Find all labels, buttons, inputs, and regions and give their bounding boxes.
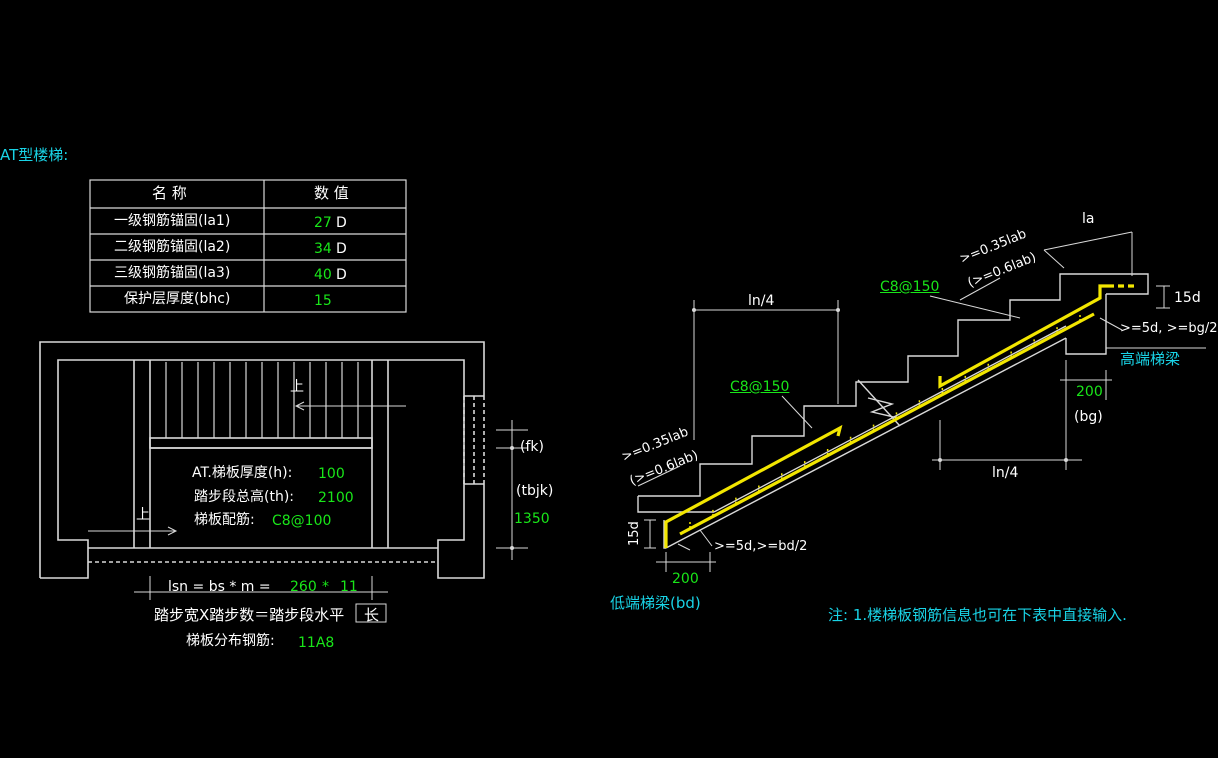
- section-embed-right-label: >=5d, >=bg/2: [1120, 321, 1218, 336]
- section-la-label: la: [1082, 211, 1095, 227]
- section-rebar-top-value[interactable]: C8@150: [880, 279, 940, 295]
- table-row-unit-la1: D: [336, 215, 347, 231]
- section-15d-left-label: 15d: [627, 521, 642, 546]
- plan-total-height-label: 踏步段总高(th):: [194, 489, 295, 505]
- table-row-value-la3[interactable]: 40: [314, 267, 332, 283]
- section-low-end-beam-label: 低端梯梁(bd): [610, 594, 701, 612]
- plan-lsn-multiply: *: [322, 579, 329, 595]
- plan-lsn-caption-boxed: 长: [364, 606, 380, 624]
- plan-tread-lines: [165, 362, 359, 438]
- stair-section-outline: [637, 273, 1149, 549]
- section-15d-right-label: 15d: [1174, 290, 1201, 306]
- table-header-value: 数 值: [314, 184, 349, 202]
- plan-thickness-value[interactable]: 100: [318, 466, 345, 482]
- plan-distribution-rebar-label: 梯板分布钢筋:: [186, 633, 275, 649]
- section-distribution-bars: [689, 315, 1081, 530]
- table-header-name: 名 称: [152, 184, 187, 202]
- plan-distribution-rebar-value[interactable]: 11A8: [298, 635, 335, 651]
- plan-dimension-lines: [88, 401, 528, 623]
- plan-lsn-bs-value[interactable]: 260: [290, 579, 317, 595]
- plan-lsn-caption: 踏步宽X踏步数＝踏步段水平: [154, 606, 345, 624]
- stair-plan-view: [39, 341, 485, 579]
- section-bg-label: (bg): [1074, 409, 1103, 425]
- plan-tbjk-label: (tbjk): [516, 483, 554, 499]
- plan-thickness-label: AT.梯板厚度(h):: [192, 465, 293, 481]
- table-row-unit-la2: D: [336, 241, 347, 257]
- section-ln4-bottom-label: ln/4: [992, 465, 1019, 481]
- plan-rebar-label: 梯板配筋:: [194, 512, 255, 528]
- table-row-unit-la3: D: [336, 267, 347, 283]
- plan-width-value[interactable]: 1350: [514, 511, 550, 527]
- plan-lsn-formula: lsn = bs * m =: [168, 579, 271, 595]
- section-bg-width-value[interactable]: 200: [1076, 384, 1103, 400]
- stair-type-heading: AT型楼梯:: [0, 146, 69, 164]
- section-high-end-beam-label: 高端梯梁: [1120, 350, 1181, 368]
- section-ln4-top-label: ln/4: [748, 293, 775, 309]
- plan-total-height-value[interactable]: 2100: [318, 490, 354, 506]
- table-row-name-la1: 一级钢筋锚固(la1): [114, 213, 231, 229]
- section-bd-width-value[interactable]: 200: [672, 571, 699, 587]
- table-row-name-bhc: 保护层厚度(bhc): [124, 291, 231, 307]
- parameter-table-grid: [89, 179, 407, 313]
- section-rebar: [664, 284, 1138, 548]
- plan-rebar-value[interactable]: C8@100: [272, 513, 332, 529]
- table-row-value-bhc[interactable]: 15: [314, 293, 332, 309]
- plan-up-arrow-bottom-label: 上: [136, 507, 150, 523]
- section-embed-left-label: >=5d,>=bd/2: [714, 539, 808, 554]
- section-rebar-mid-value[interactable]: C8@150: [730, 379, 790, 395]
- plan-fk-label: (fk): [520, 439, 544, 455]
- table-row-name-la2: 二级钢筋锚固(la2): [114, 239, 231, 255]
- section-dimension-lines: [637, 231, 1206, 572]
- plan-lsn-m-value[interactable]: 11: [340, 579, 358, 595]
- drawing-note: 注: 1.楼梯板钢筋信息也可在下表中直接输入.: [828, 606, 1127, 624]
- plan-up-arrow-top-label: 上: [290, 379, 304, 395]
- table-row-value-la2[interactable]: 34: [314, 241, 332, 257]
- table-row-name-la3: 三级钢筋锚固(la3): [114, 265, 231, 281]
- table-row-value-la1[interactable]: 27: [314, 215, 332, 231]
